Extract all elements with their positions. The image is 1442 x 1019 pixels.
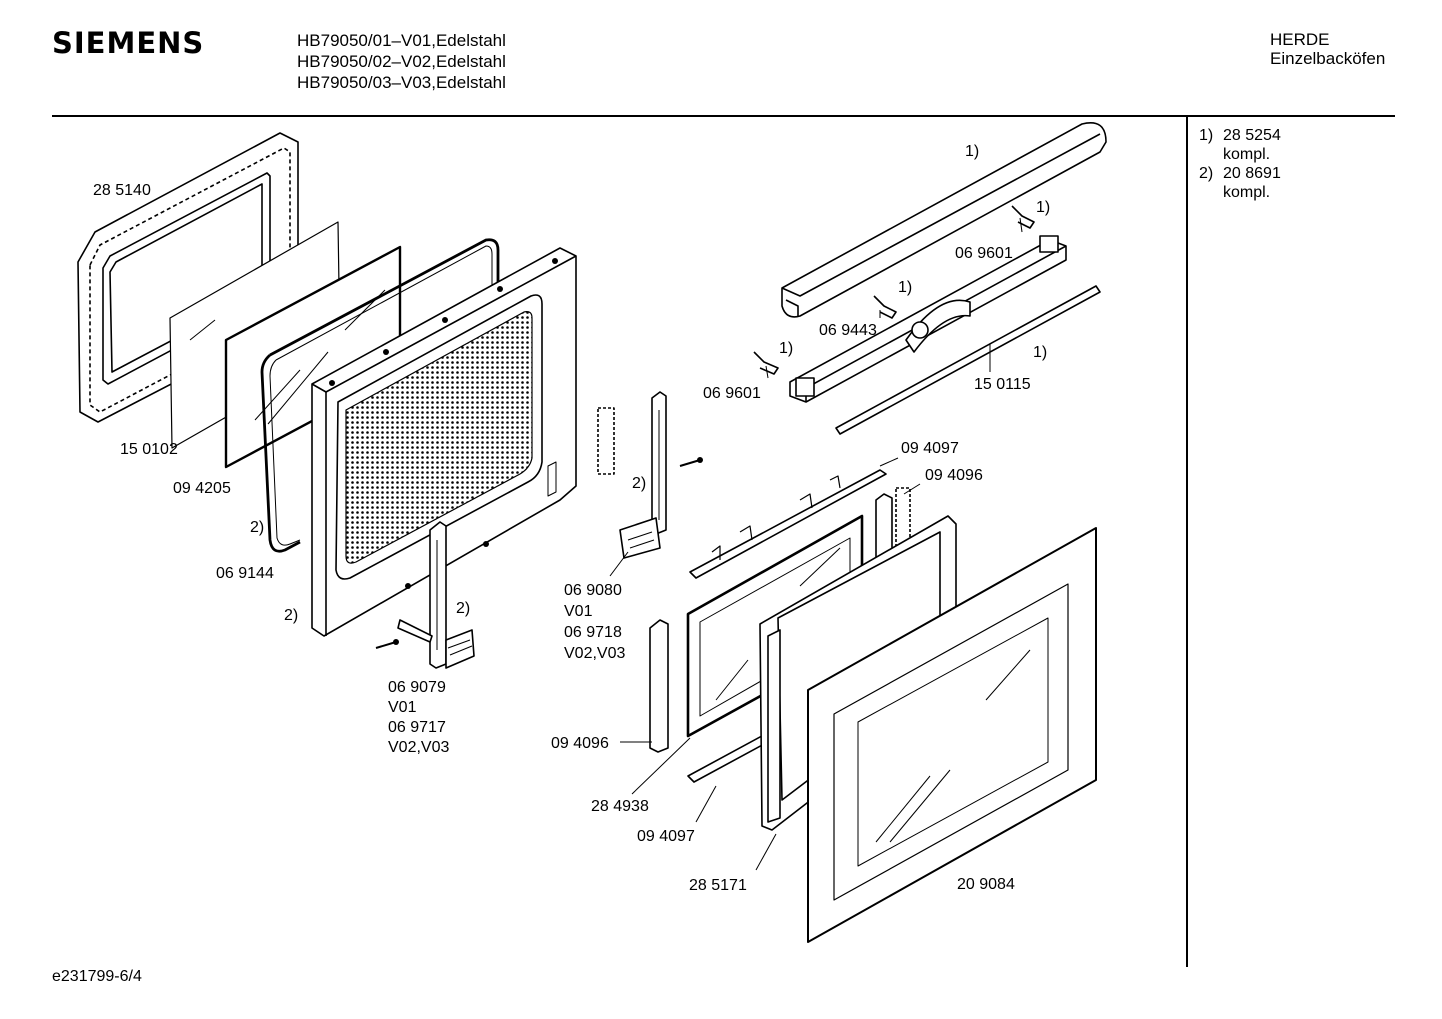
label-v0203-mid: V02,V03 <box>564 645 625 662</box>
label-069601-right: 06 9601 <box>955 245 1013 262</box>
label-284938: 28 4938 <box>591 798 649 815</box>
bracket-094097-top <box>689 469 887 579</box>
label-150115: 15 0115 <box>974 376 1031 393</box>
top-cover-profile <box>781 122 1107 318</box>
model-line: HB79050/03–V03,Edelstahl <box>297 73 506 92</box>
header-rule <box>52 115 1395 117</box>
model-line: HB79050/01–V01,Edelstahl <box>297 31 506 50</box>
door-panel <box>311 247 577 637</box>
label-marker-strip: 1) <box>1033 344 1047 361</box>
clip-069601-right <box>1011 205 1035 229</box>
label-v0203-left: V02,V03 <box>388 739 449 756</box>
rail-094096-left <box>649 619 669 753</box>
note-marker: 2) <box>1199 165 1214 182</box>
label-209084: 20 9084 <box>957 876 1015 893</box>
label-marker-door: 2) <box>284 607 298 624</box>
label-069718: 06 9718 <box>564 624 622 641</box>
label-v01-left: V01 <box>388 699 417 716</box>
label-069079: 06 9079 <box>388 679 446 696</box>
model-list: HB79050/01–V01,Edelstahl HB79050/02–V02,… <box>297 30 506 93</box>
label-285140: 28 5140 <box>93 182 151 199</box>
door-seal <box>260 238 500 553</box>
label-marker-hinge-mid: 2) <box>632 475 646 492</box>
note-marker: 1) <box>1199 127 1214 144</box>
notes-panel: 1) 28 5254 kompl. 2) 20 8691 kompl. <box>1199 126 1281 202</box>
outer-glass-209084 <box>807 527 1097 943</box>
label-plate <box>597 407 615 475</box>
label-marker-clip-mid: 1) <box>898 279 912 296</box>
sidebar-divider <box>1186 117 1188 967</box>
label-069717: 06 9717 <box>388 719 446 736</box>
note-part: 28 5254 <box>1223 127 1281 144</box>
note-part: 20 8691 <box>1223 165 1281 182</box>
category-title: HERDE <box>1270 30 1330 49</box>
note-item: 1) 28 5254 <box>1199 126 1281 145</box>
clip-069443 <box>873 295 897 319</box>
leader-lines <box>609 217 1023 871</box>
model-line: HB79050/02–V02,Edelstahl <box>297 52 506 71</box>
label-v01-mid: V01 <box>564 603 593 620</box>
label-094096-left: 09 4096 <box>551 735 609 752</box>
note-item: 2) 20 8691 <box>1199 164 1281 183</box>
label-150102: 15 0102 <box>120 441 178 458</box>
label-marker-seal: 2) <box>250 519 264 536</box>
strip-150115 <box>835 285 1101 435</box>
label-069080: 06 9080 <box>564 582 622 599</box>
vent-channel <box>789 235 1067 403</box>
label-094096-top: 09 4096 <box>925 467 983 484</box>
label-marker-clip-left: 1) <box>779 340 793 357</box>
category-subtitle: Einzelbacköfen <box>1270 49 1386 68</box>
label-marker-top-cover: 1) <box>965 143 979 160</box>
label-marker-clip-right: 1) <box>1036 199 1050 216</box>
clip-069601-left <box>753 351 779 375</box>
label-285171: 28 5171 <box>689 877 747 894</box>
label-094097-bottom: 09 4097 <box>637 828 695 845</box>
category-block: HERDE Einzelbacköfen <box>1270 30 1385 68</box>
label-069443: 06 9443 <box>819 322 877 339</box>
label-069144: 06 9144 <box>216 565 274 582</box>
label-094097-top: 09 4097 <box>901 440 959 457</box>
hinge-left <box>375 521 475 669</box>
note-sub: kompl. <box>1223 184 1271 201</box>
note-sub: kompl. <box>1223 146 1271 163</box>
diagram-id: e231799-6/4 <box>52 968 142 985</box>
brand-logo: SIEMENS <box>52 26 205 60</box>
hinge-mid <box>619 391 703 559</box>
label-094205: 09 4205 <box>173 480 231 497</box>
label-marker-hinge-left: 2) <box>456 600 470 617</box>
label-069601-left: 06 9601 <box>703 385 761 402</box>
